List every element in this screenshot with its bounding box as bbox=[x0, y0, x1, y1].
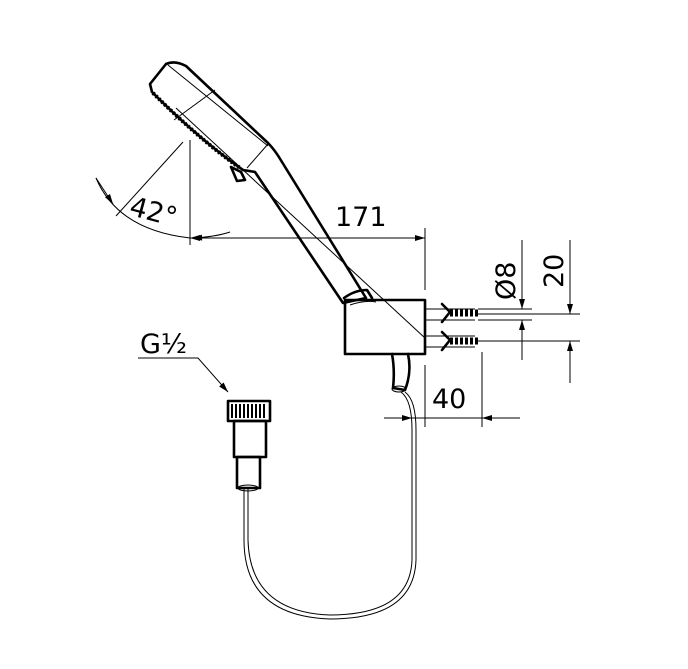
wall-bracket bbox=[343, 298, 427, 393]
thread-callout: G½ bbox=[138, 329, 229, 393]
dimension-angle-label: 42° bbox=[126, 191, 180, 233]
hose-connector bbox=[226, 399, 272, 492]
dimension-diameter-label: Ø8 bbox=[491, 262, 522, 300]
hand-shower bbox=[148, 61, 426, 339]
thread-label: G½ bbox=[140, 329, 187, 360]
dimension-angle: 42° bbox=[95, 141, 231, 241]
dimension-spacing: 20 bbox=[478, 240, 580, 383]
dimension-diameter: Ø8 bbox=[478, 240, 532, 360]
dimension-reach-label: 171 bbox=[335, 202, 387, 233]
dimension-reach: 171 bbox=[189, 140, 426, 290]
wall-plugs bbox=[425, 302, 478, 352]
dimension-projection: 40 bbox=[384, 352, 520, 427]
dimension-projection-label: 40 bbox=[432, 384, 466, 415]
dimension-spacing-label: 20 bbox=[539, 254, 570, 288]
hose bbox=[247, 391, 413, 616]
